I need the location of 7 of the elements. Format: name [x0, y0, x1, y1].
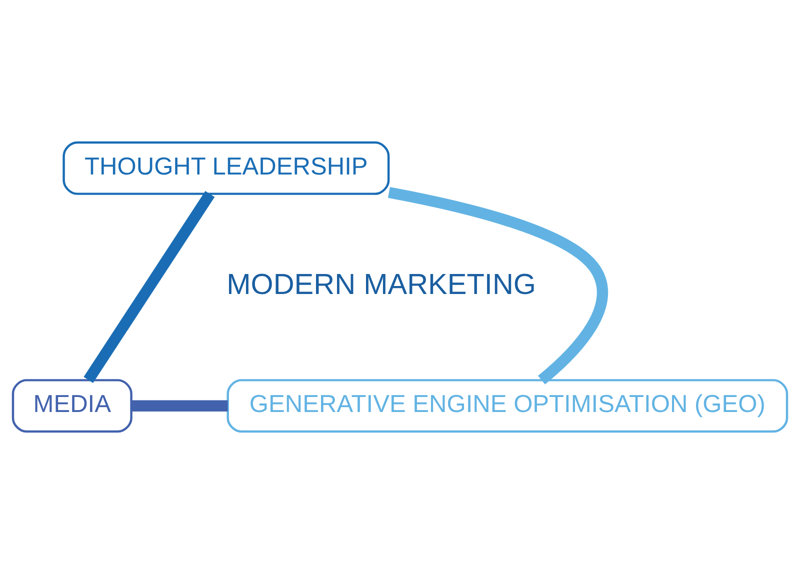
label: MODERN MARKETING — [226, 268, 536, 301]
connector — [84, 190, 215, 383]
connector — [388, 186, 608, 384]
node-box: GENERATIVE ENGINE OPTIMISATION (GEO) — [226, 378, 788, 432]
node-box: MEDIA — [12, 378, 132, 432]
connector — [132, 400, 228, 411]
node-box: THOUGHT LEADERSHIP — [62, 140, 390, 194]
